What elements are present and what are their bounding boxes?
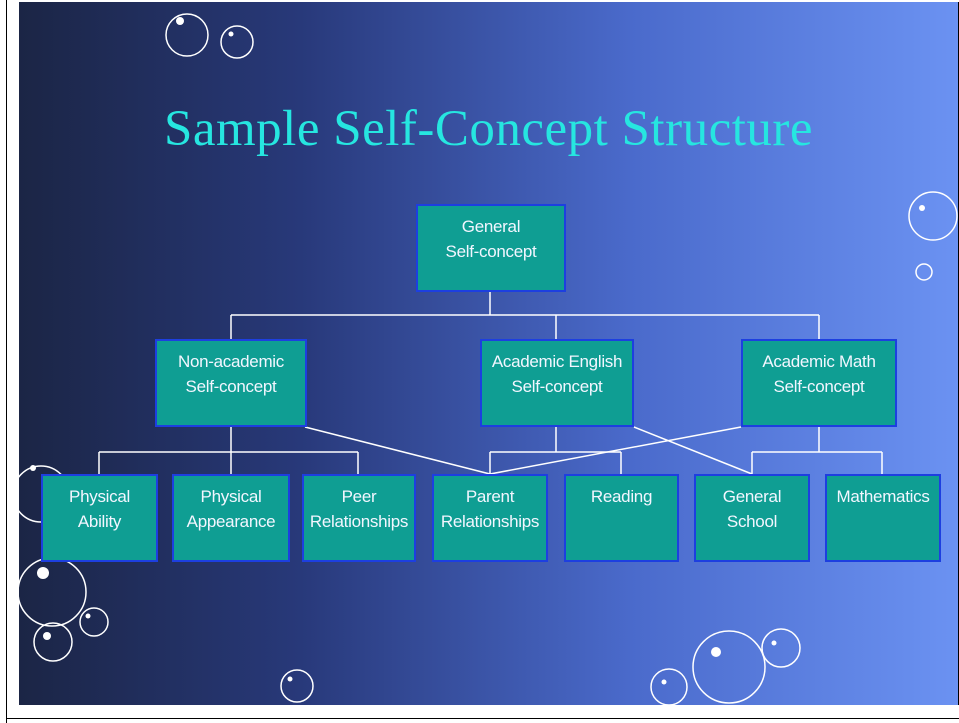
bubble-highlight-icon xyxy=(228,31,234,37)
bubble-highlight-icon xyxy=(30,465,36,471)
bubble-icon xyxy=(165,13,209,57)
bubble-highlight-icon xyxy=(711,647,721,657)
node-label-line1: Physical xyxy=(200,487,262,506)
bubble-icon xyxy=(33,622,73,662)
connector-root-to-level2 xyxy=(230,292,820,339)
frame-left-border xyxy=(6,0,7,723)
node-general-school: General School xyxy=(694,474,810,562)
bubble-icon xyxy=(692,630,766,704)
node-parent-relationships: Parent Relationships xyxy=(432,474,548,562)
node-label-line1: Academic English xyxy=(491,352,623,371)
slide-canvas: Sample Self-Concept Structure General Se… xyxy=(19,2,959,705)
node-label-line2: School xyxy=(726,512,778,531)
node-label-line1: General xyxy=(722,487,782,506)
bubble-icon xyxy=(220,25,254,59)
node-label-line1: Reading xyxy=(590,487,653,506)
node-label-line1: Parent xyxy=(465,487,515,506)
node-nonacademic-self-concept: Non-academic Self-concept xyxy=(155,339,307,427)
node-label-line2: Self-concept xyxy=(773,377,865,396)
bubble-highlight-icon xyxy=(771,640,777,646)
node-label-line2: Relationships xyxy=(440,512,540,531)
connector-english-to-children xyxy=(489,427,622,474)
bubble-highlight-icon xyxy=(287,676,293,682)
bubble-highlight-icon xyxy=(43,632,51,640)
bubble-highlight-icon xyxy=(176,17,184,25)
node-label-line2: Appearance xyxy=(186,512,276,531)
bubble-icon xyxy=(915,263,933,281)
node-mathematics: Mathematics xyxy=(825,474,941,562)
bubble-highlight-icon xyxy=(85,613,91,619)
bubble-icon xyxy=(79,607,109,637)
frame-bottom-border xyxy=(6,718,959,719)
connector-cross-links xyxy=(304,426,753,475)
node-academic-math-self-concept: Academic Math Self-concept xyxy=(741,339,897,427)
node-general-self-concept: General Self-concept xyxy=(416,204,566,292)
connector-nonacademic-to-children xyxy=(98,427,359,474)
bubble-icon xyxy=(19,557,87,627)
bubble-icon xyxy=(280,669,314,703)
node-label-line1: Academic Math xyxy=(762,352,876,371)
node-label-line1: Mathematics xyxy=(836,487,930,506)
node-physical-appearance: Physical Appearance xyxy=(172,474,290,562)
slide-title: Sample Self-Concept Structure xyxy=(163,101,813,157)
node-label-line1: Non-academic xyxy=(177,352,284,371)
node-label-line2: Ability xyxy=(77,512,122,531)
bubble-icon xyxy=(650,668,688,705)
node-label-line2: Self-concept xyxy=(185,377,277,396)
node-label-line1: General xyxy=(461,217,521,236)
bubble-icon xyxy=(761,628,801,668)
node-reading: Reading xyxy=(564,474,679,562)
node-label-line1: Physical xyxy=(69,487,130,506)
bubble-icon xyxy=(908,191,958,241)
node-label-line1: Peer xyxy=(341,487,377,506)
node-academic-english-self-concept: Academic English Self-concept xyxy=(480,339,634,427)
node-label-line2: Self-concept xyxy=(445,242,537,261)
node-label-line2: Relationships xyxy=(309,512,409,531)
node-physical-ability: Physical Ability xyxy=(41,474,158,562)
bubble-highlight-icon xyxy=(37,567,49,579)
bubble-highlight-icon xyxy=(919,205,925,211)
node-label-line2: Self-concept xyxy=(511,377,603,396)
connector-math-to-children xyxy=(751,427,883,474)
bubble-highlight-icon xyxy=(661,679,667,685)
node-peer-relationships: Peer Relationships xyxy=(302,474,416,562)
